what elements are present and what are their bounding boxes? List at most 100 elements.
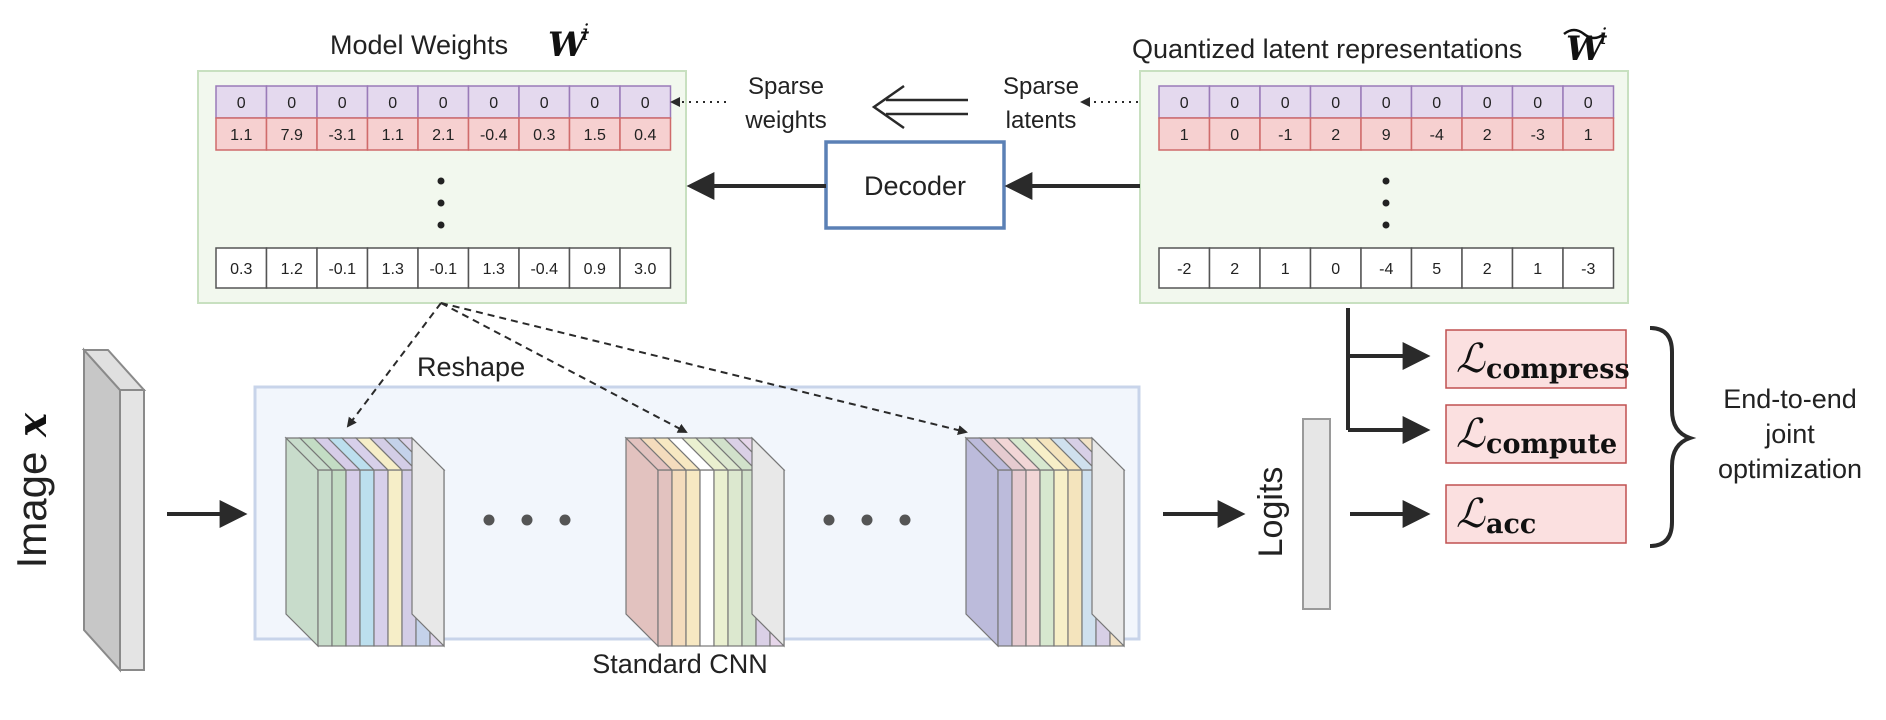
table-cell-value: -3 <box>1531 127 1545 144</box>
stack-layer <box>671 469 687 647</box>
table-cell <box>568 247 621 289</box>
table-cell-value: 0 <box>1382 95 1391 112</box>
stack-layer <box>699 469 715 647</box>
table-cell-value: 0 <box>1230 127 1239 144</box>
sparse-weights-label: Sparse <box>748 73 824 100</box>
feature-map-stack <box>284 436 446 648</box>
table-cell-value: 0 <box>1533 95 1542 112</box>
stack-layer <box>713 469 729 647</box>
table-cell <box>1360 85 1413 119</box>
table-cell <box>619 117 672 151</box>
table-cell-value: 2 <box>1483 261 1492 278</box>
table-cell-value: 0.9 <box>584 261 606 278</box>
stack-layer <box>359 469 375 647</box>
table-cell-value: 1 <box>1533 261 1542 278</box>
cnn-horizontal-ellipsis-1 <box>483 514 571 526</box>
table-cell-value: 7.9 <box>281 127 303 144</box>
table-cell-value: -3 <box>1581 261 1595 278</box>
latents-title: Quantized latent representations <box>1132 34 1522 64</box>
table-cell-value: -1 <box>1278 127 1292 144</box>
feature-map-stacks <box>284 436 1126 648</box>
sparse-weights-label-line2: weights <box>744 107 826 134</box>
logits-label: Logits <box>1252 467 1290 558</box>
loss-box <box>1445 404 1627 464</box>
weights-vertical-ellipsis <box>437 177 445 229</box>
table-cell <box>215 85 268 119</box>
table-cell <box>1511 85 1564 119</box>
loss-box <box>1445 484 1627 544</box>
table-cell-value: 0 <box>1180 95 1189 112</box>
table-cell-value: 3.0 <box>634 261 656 278</box>
model-weights-symbol: W <box>548 25 589 65</box>
model-weights-title: Model Weights <box>330 30 508 60</box>
table-cell-value: 1.1 <box>230 127 252 144</box>
table-cell-value: -0.4 <box>530 261 558 278</box>
table-cell <box>1562 85 1615 119</box>
table-cell <box>1461 247 1514 289</box>
table-cell-value: 0 <box>1432 95 1441 112</box>
stack-layer <box>1025 469 1041 647</box>
loss-box <box>1445 329 1627 389</box>
table-cell-value: -3.1 <box>328 127 356 144</box>
table-cell <box>518 247 571 289</box>
table-cell-value: 0 <box>1331 95 1340 112</box>
table-cell-value: 1.5 <box>584 127 606 144</box>
table-cell <box>366 117 419 151</box>
optimization-label-line1: End-to-end <box>1723 384 1857 414</box>
table-cell <box>568 117 621 151</box>
loss-symbol: ℒ <box>1456 336 1486 382</box>
cnn-label: Standard CNN <box>592 649 768 679</box>
table-cell <box>1360 117 1413 151</box>
table-cell-value: 5 <box>1432 261 1441 278</box>
table-cell <box>1562 247 1615 289</box>
table-cell <box>1158 117 1211 151</box>
table-cell-value: 0 <box>237 95 246 112</box>
stack-layer <box>331 469 347 647</box>
stack-layer <box>1067 469 1083 647</box>
latents-superscript: i <box>1600 25 1607 50</box>
decoder-box <box>824 140 1006 230</box>
table-cell <box>1410 247 1463 289</box>
table-cell <box>1360 247 1413 289</box>
stack-edge <box>1091 436 1125 648</box>
stack-edge <box>411 436 445 648</box>
table-cell-value: 2 <box>1331 127 1340 144</box>
stack-layer <box>1039 469 1055 647</box>
stack-side <box>285 436 319 648</box>
table-cell-value: -4 <box>1430 127 1444 144</box>
table-cell <box>366 247 419 289</box>
tilde-mark <box>1563 28 1605 40</box>
optimization-label-line2: joint <box>1764 419 1815 449</box>
table-cell-value: 0 <box>641 95 650 112</box>
loss-subscript: compress <box>1486 354 1630 385</box>
loss-subscript: acc <box>1486 509 1536 540</box>
table-cell <box>316 247 369 289</box>
sparse-latents-label: Sparse <box>1003 73 1079 100</box>
stack-side <box>625 436 659 648</box>
stack-side <box>965 436 999 648</box>
table-cell-value: 2 <box>1230 261 1239 278</box>
table-cell <box>619 247 672 289</box>
stack-layer <box>317 469 333 647</box>
logits-bar <box>1302 418 1331 610</box>
feature-map-stack <box>624 436 786 648</box>
table-cell-value: 1 <box>1584 127 1593 144</box>
table-cell <box>1158 247 1211 289</box>
table-cell-value: 0 <box>338 95 347 112</box>
table-cell-value: 1.1 <box>382 127 404 144</box>
table-cell-value: 0 <box>1230 95 1239 112</box>
table-cell <box>265 117 318 151</box>
stack-edge <box>751 436 785 648</box>
table-cell-value: 0 <box>489 95 498 112</box>
table-cell-value: -4 <box>1379 261 1393 278</box>
stack-layer <box>387 469 403 647</box>
table-cell-value: 1 <box>1281 261 1290 278</box>
table-cell-value: -0.1 <box>429 261 457 278</box>
loss-symbol: ℒ <box>1456 411 1486 457</box>
